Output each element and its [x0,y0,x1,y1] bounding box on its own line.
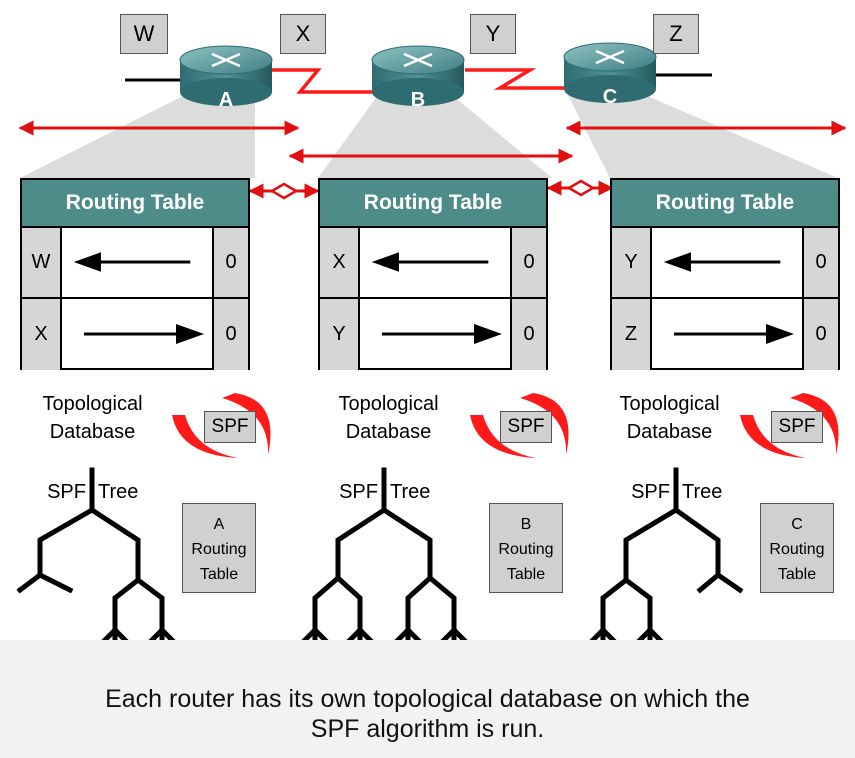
beam-c [568,95,838,178]
spf-tree-a [16,467,176,644]
serial-link-ab [270,68,373,94]
cost-cell: 0 [212,228,248,297]
router-b-routing-table-box: B Routing Table [489,503,563,593]
dest-cell: Z [612,299,652,370]
cost-cell: 0 [802,228,838,297]
routing-table-header: Routing Table [320,180,546,228]
network-z-label: Z [653,14,699,54]
router-c-label: C [602,86,618,108]
cost-cell: 0 [212,299,248,370]
table-link-bc [546,179,614,197]
router-b-label: B [410,89,426,111]
table-row: W 0 [22,228,248,299]
table-row: Y 0 [612,228,838,299]
spf-arc-b [470,393,569,458]
caption-line2: SPF algorithm is run. [310,715,545,743]
table-row: X 0 [22,299,248,370]
cost-cell: 0 [510,228,546,297]
spf-tree-b [301,467,468,644]
box-line2: Routing [191,541,247,558]
cost-cell: 0 [802,299,838,370]
spf-tree-label-right-c: Tree [682,481,723,503]
dest-cell: X [320,228,360,297]
routing-table-header: Routing Table [22,180,248,228]
network-y-label: Y [470,14,516,54]
cost-cell: 0 [510,299,546,370]
table-row: Z 0 [612,299,838,370]
spf-arc-a [172,393,271,458]
right-arrow-icon [84,324,204,344]
spf-tree-c [589,467,744,644]
spf-tree-label-right-b: Tree [390,481,431,503]
topological-database-label-c: Topological Database [597,390,742,446]
topo-line1: Topological [619,393,720,415]
dest-cell: Y [612,228,652,297]
box-line2: Routing [769,541,825,558]
beam-a [20,95,255,178]
table-link-ab [248,182,320,200]
left-arrow-icon [73,252,191,272]
spf-tree-label-left-b: SPF [339,481,378,503]
table-row: X 0 [320,228,546,299]
spf-arc-c [740,393,839,458]
topological-database-label-b: Topological Database [316,390,461,446]
spf-box-a: SPF [204,411,256,443]
serial-link-bc [465,68,565,90]
right-arrow-icon [674,324,794,344]
box-line1: B [520,516,532,533]
spf-box-c: SPF [771,411,823,443]
network-x-label: X [280,14,326,54]
topo-line2: Database [345,421,432,443]
box-line2: Routing [498,541,554,558]
box-line1: C [791,516,803,533]
table-row: Y 0 [320,299,546,370]
caption: Each router has its own topological data… [0,684,855,744]
spf-tree-label-left-c: SPF [631,481,670,503]
topo-line1: Topological [42,393,143,415]
routing-table-b: Routing Table X 0 Y 0 [318,178,548,370]
router-a-icon [179,45,273,106]
box-line3: Table [506,566,546,583]
topo-line2: Database [49,421,136,443]
topo-line1: Topological [338,393,439,415]
dest-cell: X [22,299,62,370]
caption-band [0,640,855,758]
left-arrow-icon [663,252,781,272]
network-w-label: W [120,14,168,54]
box-line3: Table [777,566,817,583]
dest-cell: W [22,228,62,297]
caption-line1: Each router has its own topological data… [105,685,750,713]
routing-table-c: Routing Table Y 0 Z 0 [610,178,840,370]
routing-table-header: Routing Table [612,180,838,228]
right-arrow-icon [382,324,502,344]
spf-box-b: SPF [500,411,552,443]
router-a-label: A [218,89,234,111]
left-arrow-icon [371,252,489,272]
router-c-icon [563,42,657,103]
spf-tree-label-left-a: SPF [47,481,86,503]
topological-database-label-a: Topological Database [20,390,165,446]
routing-table-a: Routing Table W 0 X 0 [20,178,250,370]
topo-line2: Database [626,421,713,443]
router-b-icon [371,45,465,106]
box-line3: Table [199,566,239,583]
spf-tree-label-right-a: Tree [98,481,139,503]
router-a-routing-table-box: A Routing Table [182,503,256,593]
box-line1: A [213,516,225,533]
dest-cell: Y [320,299,360,370]
router-c-routing-table-box: C Routing Table [760,503,834,593]
